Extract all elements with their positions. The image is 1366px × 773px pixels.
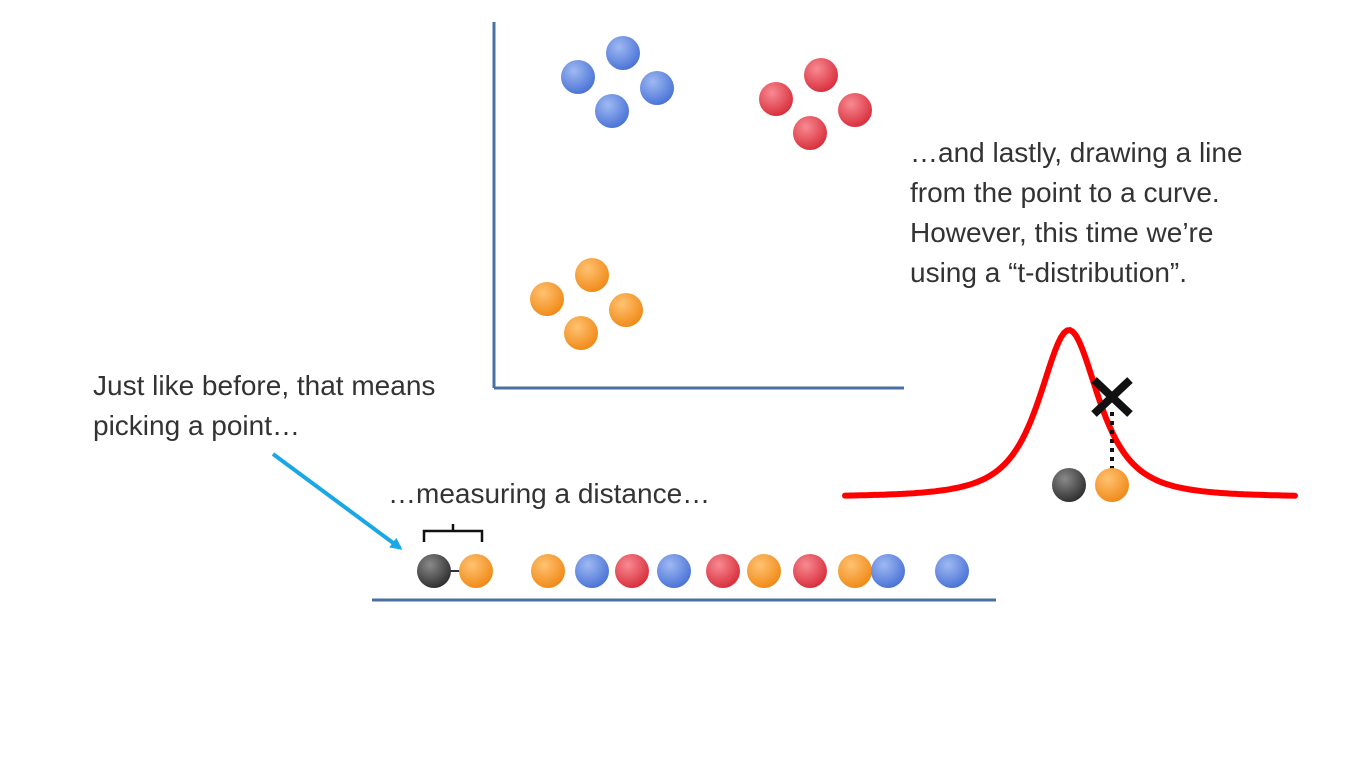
red-number-line-point xyxy=(615,554,649,588)
orange-number-line-point xyxy=(459,554,493,588)
orange-number-line-point xyxy=(747,554,781,588)
caption-line: picking a point… xyxy=(93,410,301,441)
t-distribution-curve xyxy=(842,326,1298,499)
curve-intersection-x-icon xyxy=(1091,377,1133,417)
red-cluster-point xyxy=(804,58,838,92)
blue-number-line-point xyxy=(871,554,905,588)
orange-cluster-point xyxy=(575,258,609,292)
selected-point xyxy=(1052,468,1086,502)
orange-number-line-point xyxy=(531,554,565,588)
caption-t-distribution: …and lastly, drawing a line from the poi… xyxy=(910,133,1243,293)
gray-number-line-point xyxy=(417,554,451,588)
caption-picking-point: Just like before, that means picking a p… xyxy=(93,366,435,446)
caption-line: using a “t-distribution”. xyxy=(910,257,1188,288)
red-cluster-point xyxy=(759,82,793,116)
red-cluster-point xyxy=(838,93,872,127)
orange-cluster-point xyxy=(564,316,598,350)
caption-line: …and lastly, drawing a line xyxy=(910,137,1243,168)
distance-bracket xyxy=(422,524,484,542)
red-number-line-point xyxy=(706,554,740,588)
caption-line: Just like before, that means xyxy=(93,370,436,401)
orange-cluster-point xyxy=(530,282,564,316)
caption-line: However, this time we’re xyxy=(910,217,1214,248)
blue-cluster-point xyxy=(640,71,674,105)
blue-number-line-point xyxy=(935,554,969,588)
neighbor-point xyxy=(1095,468,1129,502)
blue-number-line-point xyxy=(575,554,609,588)
caption-line: from the point to a curve. xyxy=(910,177,1220,208)
blue-number-line-point xyxy=(657,554,691,588)
scatter-clusters xyxy=(530,36,872,350)
blue-cluster-point xyxy=(561,60,595,94)
orange-number-line-point xyxy=(838,554,872,588)
red-number-line-point xyxy=(793,554,827,588)
red-cluster-point xyxy=(793,116,827,150)
blue-cluster-point xyxy=(606,36,640,70)
curve-points xyxy=(1052,468,1129,502)
blue-cluster-point xyxy=(595,94,629,128)
pointer-arrow xyxy=(271,452,403,550)
caption-measuring-distance: …measuring a distance… xyxy=(388,478,711,509)
number-line-points xyxy=(417,554,969,588)
orange-cluster-point xyxy=(609,293,643,327)
